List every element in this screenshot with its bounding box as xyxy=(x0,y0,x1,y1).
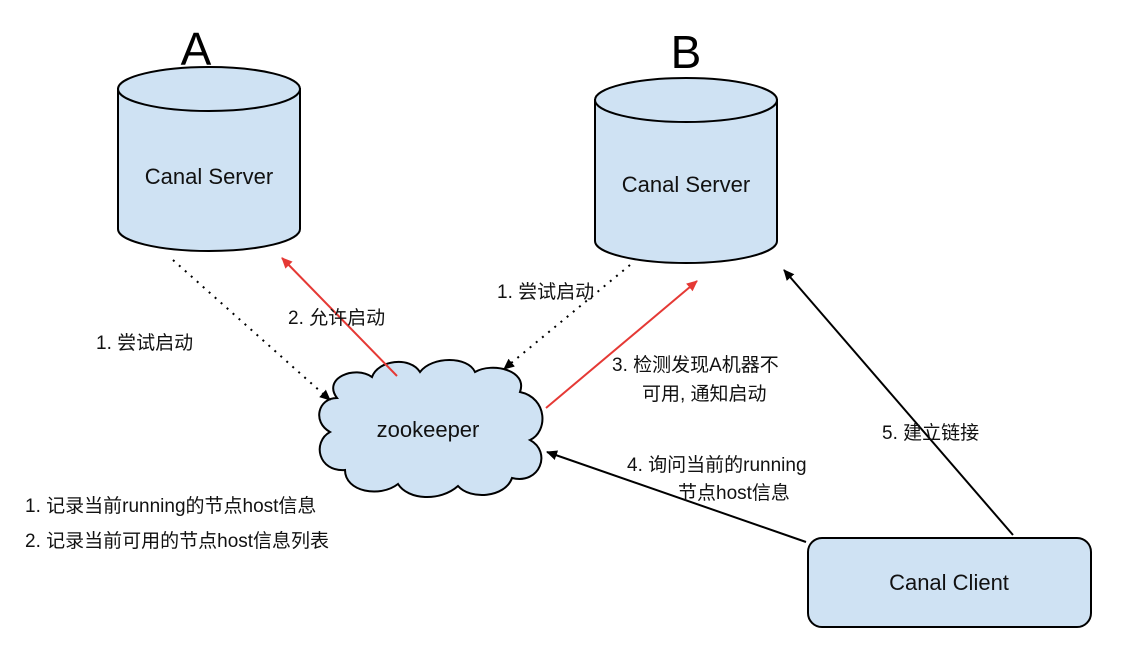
edge-client-query-zk-label-line1: 4. 询问当前的running xyxy=(627,454,807,476)
edge-zk-notify-b xyxy=(545,280,698,409)
client-node: Canal Client xyxy=(807,537,1092,628)
edge-a-try-start-label: 1. 尝试启动 xyxy=(96,332,193,354)
client-label: Canal Client xyxy=(889,570,1009,595)
zookeeper-node: zookeeper xyxy=(318,359,544,499)
edge-zk-allow-a-label: 2. 允许启动 xyxy=(288,307,385,329)
edge-b-try-start xyxy=(503,264,631,370)
edge-b-try-start-label: 1. 尝试启动 xyxy=(497,281,594,303)
zookeeper-note-2: 2. 记录当前可用的节点host信息列表 xyxy=(25,530,329,552)
client-box xyxy=(807,537,1092,628)
zookeeper-cloud xyxy=(318,359,544,499)
edge-client-connect-b xyxy=(783,269,1014,536)
server-a-cylinder-body xyxy=(117,88,301,252)
edge-a-try-start xyxy=(172,259,331,401)
server-b-label: Canal Server xyxy=(622,172,750,197)
zookeeper-note-1: 1. 记录当前running的节点host信息 xyxy=(25,495,316,517)
edge-zk-notify-b-label-line2: 可用, 通知启动 xyxy=(642,383,767,405)
server-a-label: Canal Server xyxy=(145,164,273,189)
edge-client-query-zk xyxy=(546,450,807,543)
edge-zk-allow-a xyxy=(281,257,398,377)
server-b-cylinder-top xyxy=(594,77,778,123)
zookeeper-label: zookeeper xyxy=(377,417,480,442)
server-a-cylinder-top xyxy=(117,66,301,112)
edge-client-connect-b-label: 5. 建立链接 xyxy=(882,422,979,444)
edge-zk-notify-b-label-line1: 3. 检测发现A机器不 xyxy=(612,354,779,376)
server-b: B Canal Server xyxy=(594,26,778,264)
server-b-cylinder-body xyxy=(594,99,778,264)
server-a: A Canal Server xyxy=(117,23,301,252)
server-b-letter: B xyxy=(671,26,702,78)
edge-client-query-zk-label-line2: 节点host信息 xyxy=(678,482,790,504)
